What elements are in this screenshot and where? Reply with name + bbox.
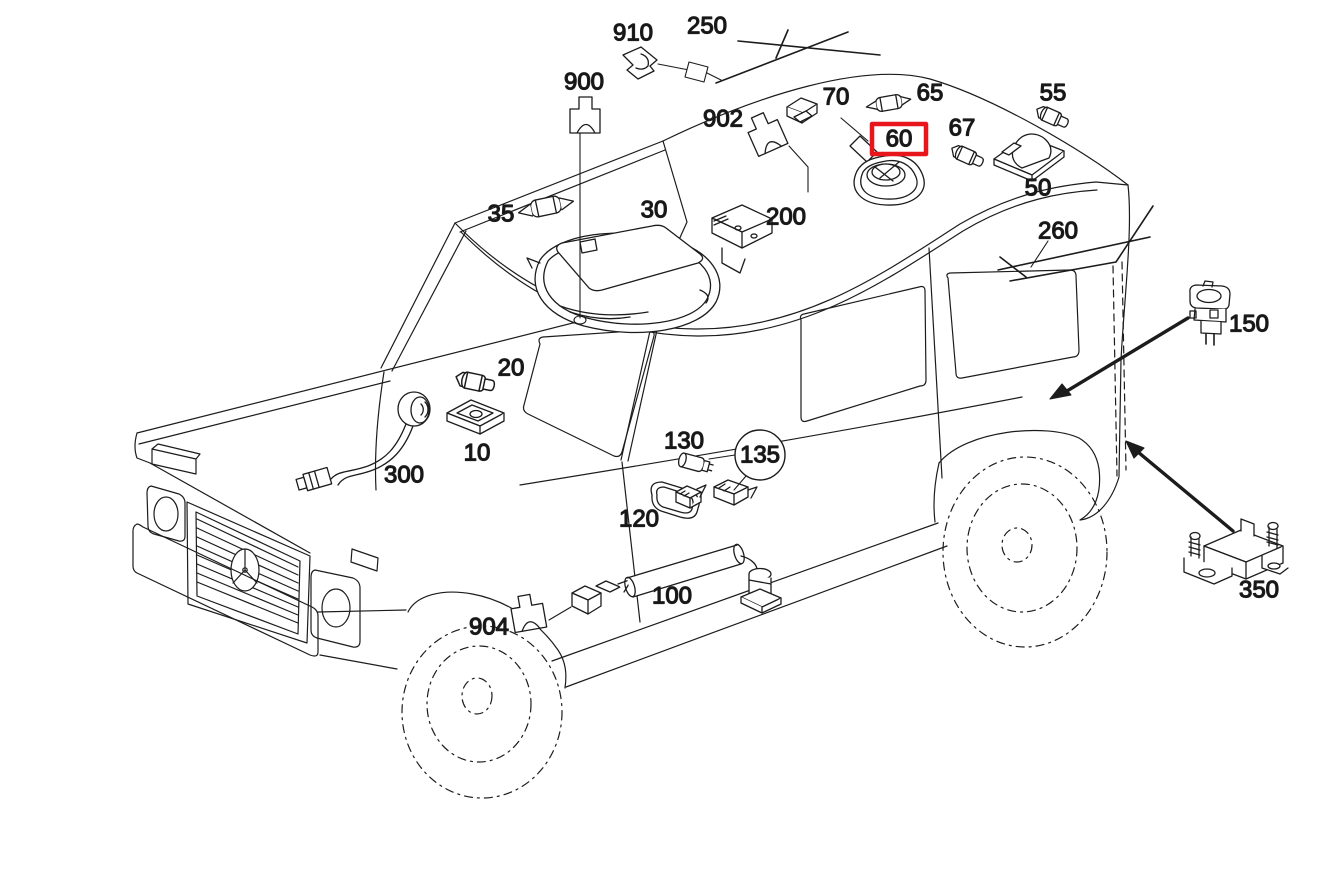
part-30-dome-lamp[interactable]: [526, 224, 721, 334]
part-902-connector[interactable]: [743, 109, 789, 158]
part-35-festoon-bulb[interactable]: [517, 192, 575, 220]
rear-door-window: [799, 285, 927, 423]
b-pillar: [620, 329, 658, 462]
part-label-10[interactable]: 10: [463, 439, 491, 467]
part-10-lamp[interactable]: [446, 399, 505, 435]
part-67-bulb[interactable]: [947, 142, 987, 170]
front-door-window: [522, 329, 655, 458]
door-seam: [621, 461, 641, 623]
part-labels: 910 250 900 902 70 65 55 67 60 50 35 30 200 260 150 20 1…: [383, 12, 1279, 641]
part-label-300[interactable]: 300: [383, 461, 424, 489]
part-label-350[interactable]: 350: [1238, 576, 1279, 604]
rear-edge: [1118, 184, 1131, 477]
locator-arrow-150: [1049, 316, 1190, 400]
headlight-right: [310, 569, 361, 648]
part-130-bulb[interactable]: [677, 452, 714, 474]
brand-star-emblem: [230, 548, 260, 592]
part-label-250[interactable]: 250: [686, 12, 727, 40]
turn-signal-right: [350, 548, 379, 572]
harness-250: [715, 29, 881, 84]
part-100-tube-lamp[interactable]: [571, 543, 782, 615]
headlight-left: [146, 485, 186, 542]
part-910-connector[interactable]: [622, 46, 658, 80]
rear-wheel-arch: [938, 429, 1100, 470]
part-label-20[interactable]: 20: [497, 354, 525, 382]
front-bumper: [132, 523, 319, 657]
part-label-902[interactable]: 902: [702, 105, 743, 133]
part-150-switch[interactable]: [1189, 280, 1231, 346]
a-pillar: [380, 222, 467, 372]
part-label-30[interactable]: 30: [640, 196, 668, 224]
c-pillar-seam: [928, 247, 943, 479]
part-label-60[interactable]: 60: [885, 125, 913, 153]
leader-130: [708, 454, 736, 460]
leader-904: [548, 606, 572, 621]
rocker: [551, 522, 948, 688]
part-label-900[interactable]: 900: [563, 68, 604, 96]
quarter-window: [946, 269, 1080, 379]
part-900-connector[interactable]: [569, 96, 601, 134]
part-label-67[interactable]: 67: [948, 114, 976, 142]
callout-circle-135[interactable]: [734, 429, 786, 481]
part-label-904[interactable]: 904: [468, 613, 509, 641]
part-904-connector[interactable]: [509, 592, 548, 634]
part-label-100[interactable]: 100: [651, 582, 692, 610]
part-65-festoon-bulb[interactable]: [865, 92, 912, 114]
turn-signal-left: [151, 443, 201, 475]
part-label-135[interactable]: 135: [739, 441, 780, 469]
part-120-lamp[interactable]: [650, 481, 707, 519]
grille: [186, 501, 311, 644]
vehicle-outline: [132, 73, 1131, 799]
hood: [134, 303, 649, 464]
leader-lines: [548, 29, 1235, 621]
beltline: [519, 396, 1023, 486]
windshield: [454, 140, 688, 303]
part-135-connector[interactable]: [713, 479, 758, 506]
part-300-map-light[interactable]: [295, 391, 431, 493]
front-wheel: [401, 625, 563, 799]
leader-902: [788, 117, 869, 193]
part-350-switch[interactable]: [1183, 518, 1289, 585]
part-label-130[interactable]: 130: [663, 427, 704, 455]
part-200-module[interactable]: [711, 204, 773, 274]
part-70-mount[interactable]: [786, 97, 818, 124]
rear-wheel: [942, 456, 1108, 648]
part-label-65[interactable]: 65: [916, 79, 944, 107]
part-50-lamp[interactable]: [993, 133, 1065, 182]
part-label-55[interactable]: 55: [1039, 79, 1067, 107]
locator-arrow-350: [1125, 440, 1235, 533]
harness-260: [997, 205, 1154, 282]
part-label-50[interactable]: 50: [1024, 174, 1052, 202]
part-55-bulb[interactable]: [1032, 103, 1072, 131]
front-face-top-edge: [149, 462, 311, 554]
part-label-120[interactable]: 120: [618, 505, 659, 533]
part-label-35[interactable]: 35: [487, 200, 515, 228]
part-60-reading-lamp[interactable]: [849, 135, 925, 206]
part-label-910[interactable]: 910: [612, 19, 653, 47]
leader-910: [657, 63, 690, 71]
part-20-bulb[interactable]: [453, 369, 497, 395]
part-label-260[interactable]: 260: [1037, 217, 1078, 245]
roofline-far: [662, 73, 1129, 186]
part-label-70[interactable]: 70: [822, 83, 850, 111]
part-label-200[interactable]: 200: [765, 203, 806, 231]
highlight-box-60[interactable]: [869, 121, 929, 157]
leader-135: [733, 475, 747, 491]
part-label-150[interactable]: 150: [1228, 310, 1269, 338]
